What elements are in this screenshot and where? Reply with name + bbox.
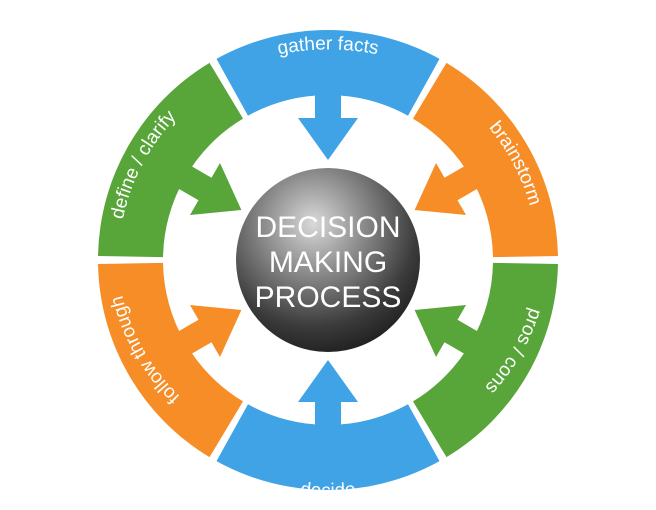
ring-segment-decide (216, 404, 440, 490)
center-title-line-1: DECISION (255, 211, 400, 244)
center-title-line-3: PROCESS (255, 281, 402, 314)
ring-segment-follow-through (98, 262, 244, 458)
arrow-pros-cons (414, 305, 480, 357)
center-sphere (236, 168, 420, 352)
ring-segment-define-clarify (98, 62, 244, 258)
arrow-define-clarify (176, 163, 242, 215)
segment-label-decide: decide (300, 479, 357, 501)
arrow-gather-facts (298, 93, 358, 160)
ring-segment-gather-facts (216, 30, 440, 116)
ring-segment-pros-cons (412, 262, 558, 458)
arrow-decide (298, 360, 358, 427)
arrow-follow-through (176, 305, 242, 357)
arrow-brainstorm (414, 163, 480, 215)
center-title-line-2: MAKING (269, 246, 387, 279)
ring-segment-brainstorm (412, 62, 558, 258)
